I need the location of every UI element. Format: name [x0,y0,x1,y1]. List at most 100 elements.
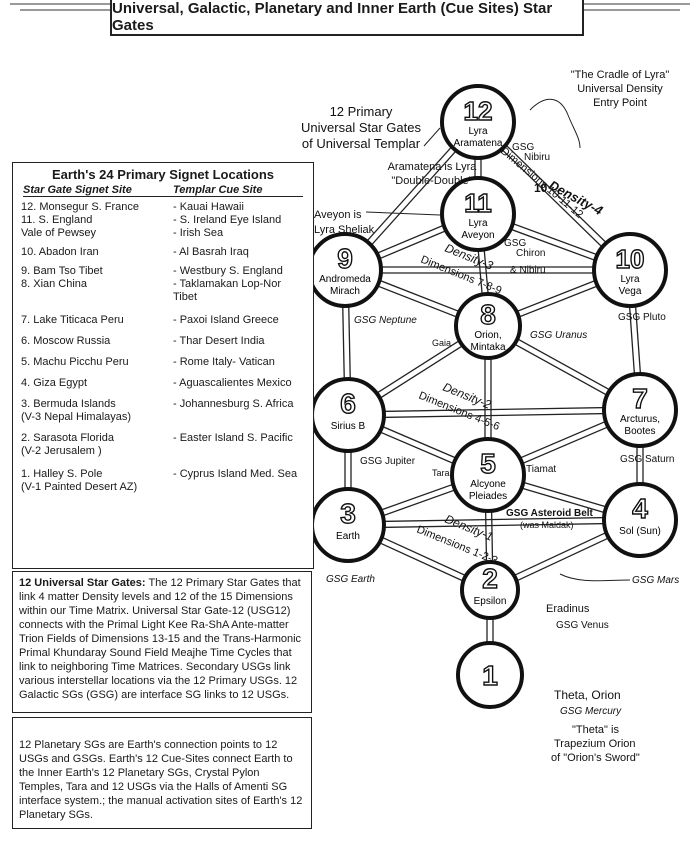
gate-circle [456,641,524,709]
gsg-chiron-line3: & Nibiru [510,265,546,276]
signet-row: 9. Bam Tso Tibet - Westbury S. England [13,265,313,278]
signet-site: 3. Bermuda Islands [21,398,116,410]
gate-nodes: 12LyraAramatena11LyraAveyon10LyraVega9An… [307,84,678,709]
density-4-num: 10 [534,181,548,195]
gate-name-line2: Pleiades [469,491,507,502]
page-title: Universal, Galactic, Planetary and Inner… [110,0,584,36]
universal-star-gates-text: 12 Universal Star Gates: The 12 Primary … [12,571,312,713]
gsg-nibiru-line2: Nibiru [524,152,550,163]
templar-cue-site [173,445,305,458]
templar-cue-site: - Irish Sea [173,227,224,239]
signet-columns: Star Gate Signet Site Templar Cue Site [23,184,303,197]
gate-name-line2: Aveyon [461,230,494,241]
gate-name: Earth [336,531,360,542]
signet-site: 5. Machu Picchu Peru [21,356,129,368]
signet-site: 9. Bam Tso Tibet [21,265,103,277]
gate-name-line2: Mirach [330,286,360,297]
gate-number: 5 [480,448,496,479]
templar-cue-site: - S. Ireland Eye Island [173,214,282,226]
signet-row: 10. Abadon Iran- Al Basrah Iraq [13,246,313,259]
gate-number: 2 [482,563,498,594]
signet-row: 11. S. England - S. Ireland Eye Island [13,214,313,227]
templar-cue-site: - Aguascalientes Mexico [173,377,292,389]
connection-line [347,406,640,413]
signet-site: (V-3 Nepal Himalayas) [21,411,132,423]
signet-site: 6. Moscow Russia [21,335,111,347]
signet-row: 1. Halley S. Pole- Cyprus Island Med. Se… [13,468,313,481]
aveyon-is-line1: Aveyon is [314,209,362,221]
para2-body: 12 Planetary SGs are Earth's connection … [19,739,303,821]
templar-cue-site [173,481,305,494]
gate-number: 8 [480,299,496,330]
gate-number: 10 [616,244,645,274]
templar-cue-site: - Rome Italy- Vatican [173,356,275,368]
templar-cue-site: - Paxoi Island Greece [173,314,279,326]
primary-usg-line1: 12 Primary [330,104,393,119]
gate-name: Lyra [468,126,488,137]
signet-row: 12. Monsegur S. France- Kauai Hawaii [13,201,313,214]
templar-cue-site: - Thar Desert India [173,335,265,347]
aramatena-is-line2: "Double-Double" [391,175,472,187]
para1-lead: 12 Universal Star Gates: [19,577,146,589]
templar-cue-site: - Westbury S. England [173,265,283,277]
signet-row: 2. Sarasota Florida- Easter Island S. Pa… [13,432,313,445]
gate-name: Sol (Sun) [619,526,661,537]
signet-site: 4. Giza Egypt [21,377,88,389]
gate-name-line2: Mintaka [470,342,505,353]
primary-usg-line3: of Universal Templar [302,136,421,151]
gate-name-line2: Bootes [624,426,655,437]
signet-col2: Templar Cue Site [173,184,263,196]
gate-number: 6 [340,388,356,419]
signet-site: 2. Sarasota Florida [21,432,114,444]
gate-circle [450,437,526,513]
signet-row: Tibet [13,291,313,304]
theta-line2: GSG Mercury [560,706,622,717]
signet-site: Vale of Pewsey [21,227,97,239]
gate-name: Orion, [474,330,501,341]
gsg-asteroid-line1: GSG Asteroid Belt [506,508,594,519]
gsg-earth: GSG Earth [326,574,375,585]
gate-name: Sirius B [331,421,366,432]
templar-cue-site [173,411,305,424]
gate-circle [602,372,678,448]
templar-cue-site: - Cyprus Island Med. Sea [173,468,298,480]
signet-site: 11. S. England [21,214,93,226]
gate-number: 4 [632,493,648,524]
aveyon-is-line2: Lyra Sheliak [314,224,375,236]
gsg-mars: GSG Mars [632,575,679,586]
gate-node-1: 1 [456,641,524,709]
templar-cue-site: Tibet [173,291,198,303]
gsg-asteroid-line2: (was Maldak) [520,520,574,530]
gsg-pluto: GSG Pluto [618,312,666,323]
gate-circle [602,482,678,558]
connection-line [348,412,641,419]
gaia-label: Gaia [432,338,451,348]
gate-name: Andromeda [319,274,371,285]
gsg-venus: GSG Venus [556,620,609,631]
gsg-neptune: GSG Neptune [354,315,417,326]
gate-number: 7 [632,383,648,414]
primary-usg-line2: Universal Star Gates [301,120,421,135]
planetary-star-gates-text: 12 Planetary SGs are Earth's connection … [12,717,312,829]
tiamat-label: Tiamat [526,464,556,475]
gate-circle [440,84,516,160]
connection-line [347,516,640,523]
templar-cue-site: - Taklamakan Lop-Nor [173,278,282,290]
signet-site [21,291,173,304]
templar-cue-site: - Al Basrah Iraq [173,246,249,258]
gate-circle [592,232,668,308]
gate-circle [454,292,522,360]
signet-header: Earth's 24 Primary Signet Locations [52,167,274,182]
page-title-text: Universal, Galactic, Planetary and Inner… [112,0,553,34]
signet-row: 7. Lake Titicaca Peru- Paxoi Island Gree… [13,314,313,327]
signet-row: (V-3 Nepal Himalayas) [13,411,313,424]
